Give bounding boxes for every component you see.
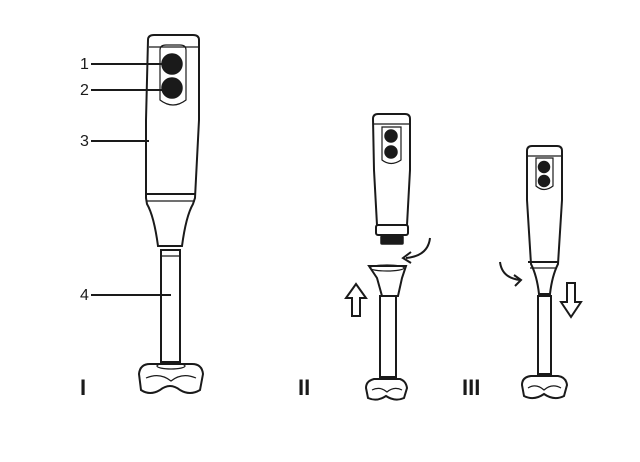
callout-number-2: 2 [80,82,89,99]
up-arrow [344,282,368,317]
down-arrow [559,282,583,319]
callout-number-1: 1 [80,56,89,73]
button-2 [161,77,183,99]
figure-iii-assembled: III [462,145,583,400]
motor-body-small [526,145,563,295]
motor-unit-detached [371,113,411,245]
rotate-arrow [405,237,431,259]
step-label-iii: III [462,375,480,400]
step-label-i: I [80,375,86,400]
callout-number-4: 4 [80,287,89,304]
blade-guard [137,362,205,394]
shaft-unit [364,264,409,401]
callout-number-3: 3 [80,133,89,150]
figure-ii-attach-shaft: II [298,113,431,401]
motor-body [145,34,200,247]
blending-shaft [160,249,181,363]
figure-i-assembled-blender: 1 2 3 4 I [80,34,205,400]
step-label-ii: II [298,375,310,400]
rotate-arrow-small [499,261,521,281]
shaft-small [520,295,569,400]
button-1 [161,53,183,75]
